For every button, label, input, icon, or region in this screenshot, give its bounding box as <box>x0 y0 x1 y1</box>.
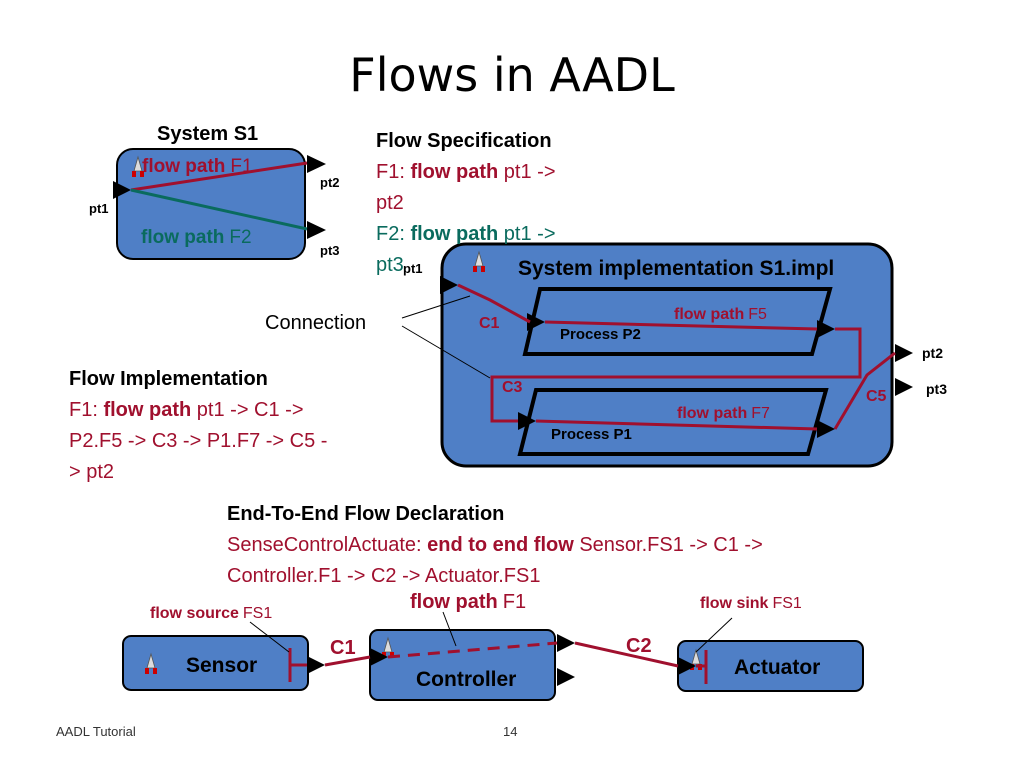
s1-port-pt2 <box>307 155 326 173</box>
actuator-label: Actuator <box>734 656 820 679</box>
s1-flow-f1-line <box>130 161 308 192</box>
footer-left: AADL Tutorial <box>56 724 136 739</box>
process-p1-box <box>517 388 829 456</box>
impl-port-pt2-label: pt2 <box>922 345 943 361</box>
s1-port-pt3 <box>307 221 326 239</box>
actuator-port-in <box>678 657 696 675</box>
s1-port-pt1 <box>113 181 131 199</box>
flow-impl-line2: P2.F5 -> C3 -> P1.F7 -> C5 - <box>69 430 328 452</box>
process-p1-label: Process P1 <box>551 426 632 443</box>
p2-port-in <box>527 313 545 331</box>
impl-flow-f7-line <box>535 419 818 431</box>
flow-spec-f1-line: F1: flow path pt1 -> <box>376 161 556 183</box>
process-p2-label: Process P2 <box>560 326 641 343</box>
sensor-port-out <box>307 656 325 674</box>
system-s1-label: System S1 <box>157 123 258 145</box>
e2e-connection-c1 <box>324 655 371 667</box>
impl-connection-c5 <box>833 351 896 430</box>
flow-impl-line1: F1: flow path pt1 -> C1 -> <box>69 399 304 421</box>
controller-port-out2 <box>557 668 575 686</box>
controller-port-in <box>370 648 388 666</box>
impl-port-pt3-label: pt3 <box>926 381 947 397</box>
e2e-c2-label: C2 <box>626 635 652 657</box>
system-s1-box <box>116 148 306 260</box>
connection-pointer <box>401 325 491 379</box>
slide-title: Flows in AADL <box>349 48 675 102</box>
p1-port-in <box>518 412 536 430</box>
connection-pointer <box>401 295 471 319</box>
sensor-label: Sensor <box>186 654 257 677</box>
e2e-block: End-To-End Flow Declaration SenseControl… <box>227 499 763 592</box>
impl-c1-label: C1 <box>479 315 500 332</box>
aadl-logo-icon <box>473 250 485 272</box>
flow-spec-heading: Flow Specification <box>376 130 552 152</box>
impl-port-pt1-label: pt1 <box>403 261 423 276</box>
footer-page-number: 14 <box>503 724 518 739</box>
flow-impl-line3: > pt2 <box>69 461 115 483</box>
flow-impl-block: Flow Implementation F1: flow path pt1 ->… <box>69 364 327 488</box>
p1-port-out <box>817 420 835 438</box>
impl-connection-c1 <box>457 283 531 324</box>
s1-flow-f2-line <box>130 188 308 231</box>
e2e-c1-label: C1 <box>330 637 356 659</box>
flow-spec-block: Flow Specification F1: flow path pt1 -> … <box>376 126 556 281</box>
aadl-logo-icon <box>145 652 157 674</box>
controller-label: Controller <box>416 668 516 691</box>
impl-c3-label: C3 <box>502 379 523 396</box>
impl-label: System implementation S1.impl <box>518 257 834 280</box>
controller-flow-path-line <box>387 641 558 659</box>
impl-port-pt3 <box>895 378 913 396</box>
process-p2-box <box>522 287 833 356</box>
e2e-connection-c2 <box>574 641 679 668</box>
flow-impl-heading: Flow Implementation <box>69 368 268 390</box>
flow-source-pointer <box>249 621 290 653</box>
connection-label: Connection <box>265 312 366 334</box>
flow-spec-f2-cont: pt3 <box>376 254 404 276</box>
impl-connection-c3 <box>490 327 862 423</box>
flow-spec-f2-line: F2: flow path pt1 -> <box>376 223 556 245</box>
aadl-logo-icon <box>132 155 144 177</box>
p2-port-out <box>817 320 835 338</box>
impl-port-pt2 <box>895 344 913 362</box>
s1-port-pt2-label: pt2 <box>320 175 340 190</box>
impl-flow-f5-line <box>544 320 818 331</box>
controller-port-out1 <box>557 634 575 652</box>
s1-port-pt1-label: pt1 <box>89 201 109 216</box>
flow-sink-pointer <box>695 617 733 653</box>
impl-c5-label: C5 <box>866 388 887 405</box>
flow-path-pointer <box>442 611 457 647</box>
e2e-line2: Controller.F1 -> C2 -> Actuator.FS1 <box>227 565 541 587</box>
flow-spec-f1-cont: pt2 <box>376 192 404 214</box>
impl-port-pt1 <box>440 276 458 294</box>
s1-port-pt3-label: pt3 <box>320 243 340 258</box>
e2e-heading: End-To-End Flow Declaration <box>227 503 505 525</box>
e2e-line1: SenseControlActuate: end to end flow Sen… <box>227 534 763 556</box>
